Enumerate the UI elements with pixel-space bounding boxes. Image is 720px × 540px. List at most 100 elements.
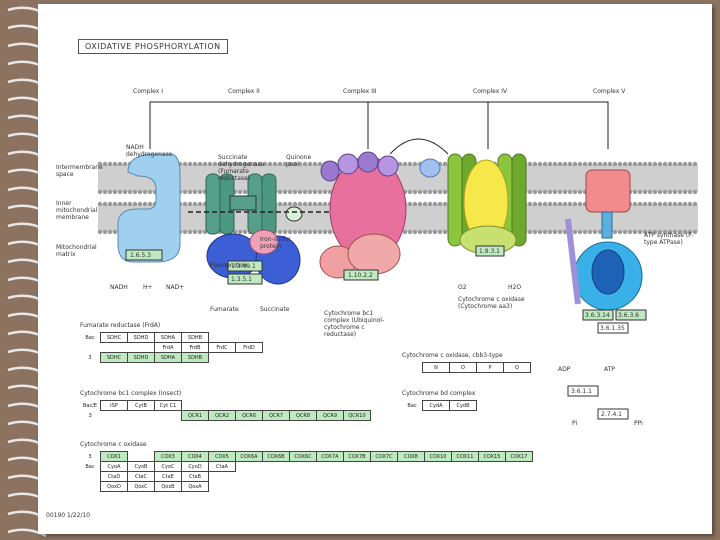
gene-cell[interactable]: QCR9 — [316, 410, 344, 421]
gene-cell[interactable]: QCR8 — [289, 410, 317, 421]
h-arrow-1 — [149, 101, 369, 149]
lipid-head — [187, 229, 193, 235]
gene-cell[interactable]: CyoC — [154, 461, 182, 472]
gene-cell[interactable]: SDHA — [154, 332, 182, 343]
gene-cell[interactable]: COX6A — [235, 451, 263, 462]
lipid-head — [537, 229, 543, 235]
lipid-head — [307, 201, 313, 207]
footer-code: 00190 1/22/10 — [46, 512, 91, 519]
gene-cell[interactable]: FrdA — [154, 342, 182, 353]
complex-v-f1-core — [591, 249, 625, 295]
gene-cell[interactable]: SDHC — [100, 352, 128, 363]
gene-cell[interactable]: CtaB — [181, 471, 209, 482]
complex-ii-fd-box — [229, 195, 257, 211]
lipid-head — [292, 189, 298, 195]
lipid-head — [397, 161, 403, 167]
lipid-head — [677, 201, 683, 207]
gene-cell[interactable]: N — [422, 362, 450, 373]
gene-cell[interactable]: QoxB — [154, 481, 182, 492]
lipid-head — [557, 201, 563, 207]
heading-cbb3: Cytochrome c oxidase, cbb3-type — [402, 352, 503, 359]
gene-cell[interactable]: COX7A — [316, 451, 344, 462]
gene-cell[interactable]: COX17 — [505, 451, 533, 462]
lipid-head — [677, 229, 683, 235]
gene-cell[interactable]: Q — [503, 362, 531, 373]
gene-cell[interactable]: CydB — [449, 400, 477, 411]
gene-cell[interactable]: COX11 — [451, 451, 479, 462]
gene-cell[interactable]: CtaA — [208, 461, 236, 472]
gene-cell[interactable]: COX7B — [343, 451, 371, 462]
gene-cell[interactable]: QCR6 — [235, 410, 263, 421]
gene-cell[interactable]: COX8 — [397, 451, 425, 462]
gene-cell[interactable]: COX10 — [424, 451, 452, 462]
lipid-head — [407, 189, 413, 195]
gene-cell[interactable]: CydA — [422, 400, 450, 411]
gene-cell[interactable]: COX3 — [154, 451, 182, 462]
lipid-head — [657, 229, 663, 235]
lipid-head — [627, 161, 633, 167]
gene-cell[interactable]: SDHA — [154, 352, 182, 363]
complex-ii-ec-1 — [227, 260, 263, 272]
lipid-head — [117, 201, 123, 207]
gene-cell[interactable]: QCR10 — [343, 410, 371, 421]
label-fumarate: Fumarate — [210, 306, 239, 313]
lipid-head — [427, 189, 433, 195]
lipid-head — [312, 201, 318, 207]
gene-cell[interactable]: FrdC — [208, 342, 236, 353]
heading-fumarate-reductase: Fumarate reductase (FrdA) — [80, 322, 161, 329]
organism-label — [80, 343, 101, 353]
organism-label: Bac — [85, 334, 95, 341]
gene-cell[interactable]: P — [476, 362, 504, 373]
gene-cell[interactable]: SDHC — [100, 332, 128, 343]
oxphos-diagram — [97, 101, 698, 420]
gene-cell[interactable]: FrdB — [181, 342, 209, 353]
complex-v-fo — [585, 169, 631, 213]
gene-cell[interactable]: SDHB — [181, 352, 209, 363]
gene-cell[interactable]: QoxD — [100, 481, 128, 492]
gene-cell[interactable]: COX6C — [289, 451, 317, 462]
gene-cell[interactable]: CyoA — [100, 461, 128, 472]
gene-cell[interactable]: QoxC — [127, 481, 155, 492]
gene-cell[interactable]: COX6B — [262, 451, 290, 462]
gene-cell[interactable]: FrdD — [235, 342, 263, 353]
gene-cell[interactable]: QCR7 — [262, 410, 290, 421]
cyt-c-arrow — [389, 138, 449, 155]
quinone-q — [285, 206, 303, 222]
gene-cell[interactable]: COX1 — [100, 451, 128, 462]
label-h2o: H2O — [508, 284, 522, 291]
organism-label: Bac — [85, 463, 95, 470]
gene-cell[interactable]: COX4 — [181, 451, 209, 462]
complex-v-ec-1 — [582, 309, 614, 321]
lipid-head — [312, 161, 318, 167]
label-complex-ii: Complex II — [228, 88, 260, 95]
complex-v-stalk — [601, 211, 613, 239]
gene-cell[interactable]: O — [449, 362, 477, 373]
complex-iii-base-2 — [347, 233, 401, 275]
gene-cell[interactable]: CtaC — [127, 471, 155, 482]
gene-cell[interactable]: SDHD — [127, 352, 155, 363]
gene-cell[interactable]: CtaE — [154, 471, 182, 482]
gene-cell[interactable]: CyoB — [127, 461, 155, 472]
gene-cell[interactable]: COX15 — [478, 451, 506, 462]
gene-cell[interactable]: SDHD — [127, 332, 155, 343]
gene-cell[interactable]: QCR2 — [208, 410, 236, 421]
gene-cell[interactable]: CytB — [127, 400, 155, 411]
ec-c5b: 3.6.3.6 — [618, 312, 639, 319]
lipid-head — [542, 229, 548, 235]
gene-cell[interactable]: COX5 — [208, 451, 236, 462]
gene-cell[interactable]: CtaD — [100, 471, 128, 482]
lipid-head — [407, 161, 413, 167]
gene-cell[interactable]: Cyt C1 — [154, 400, 182, 411]
gene-cell[interactable]: CyoD — [181, 461, 209, 472]
gene-cell[interactable]: QoxA — [181, 481, 209, 492]
gene-cell[interactable]: COX7C — [370, 451, 398, 462]
gene-cell[interactable]: QCR1 — [181, 410, 209, 421]
lipid-head — [432, 189, 438, 195]
label-atp-synthase: ATP synthase (F-type ATPase) — [644, 232, 694, 246]
gene-cell[interactable]: ISP — [100, 400, 128, 411]
lipid-head — [692, 189, 698, 195]
label-matrix: Mitochondrial matrix — [56, 244, 97, 258]
gene-cell[interactable]: SDHB — [181, 332, 209, 343]
